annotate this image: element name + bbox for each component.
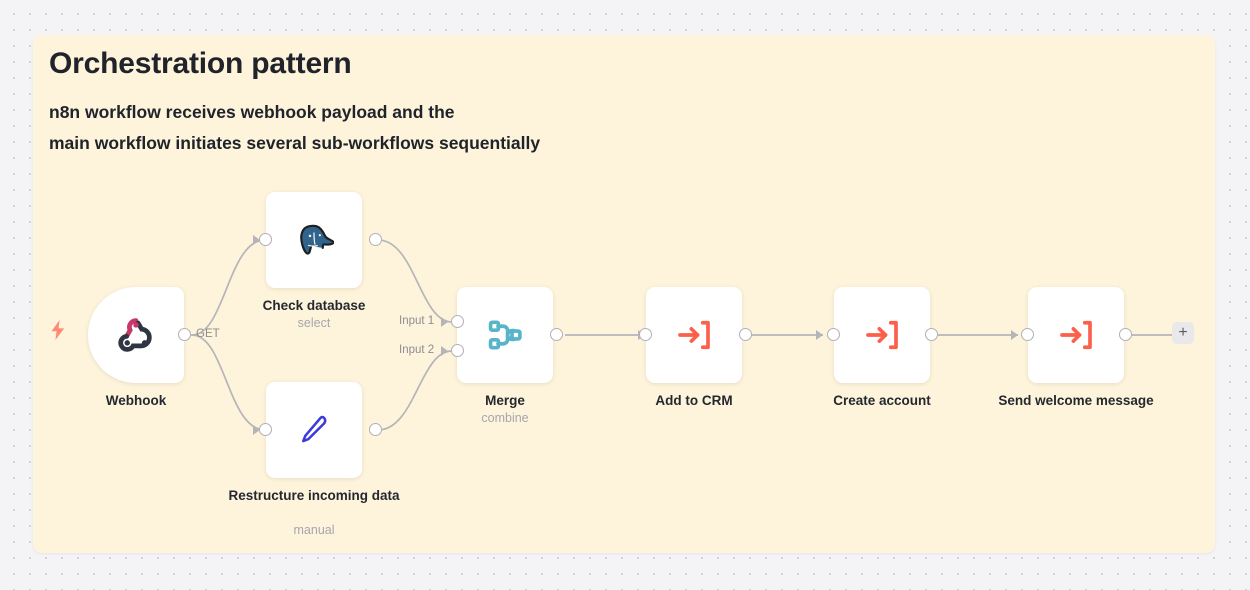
arrow-head-merge-input-1	[441, 317, 448, 327]
node-label-add-to-crm: Add to CRM	[655, 393, 733, 408]
node-webhook[interactable]	[88, 287, 184, 383]
sticky-note[interactable]: Orchestration pattern n8n workflow recei…	[33, 35, 1215, 553]
port-merge-output[interactable]	[550, 328, 563, 341]
port-label-merge-input-2: Input 2	[399, 344, 435, 356]
port-create-account-output[interactable]	[925, 328, 938, 341]
port-create-account-input[interactable]	[827, 328, 840, 341]
node-label-merge: Merge	[485, 393, 525, 408]
port-send-welcome-input[interactable]	[1021, 328, 1034, 341]
node-label-send-welcome-message: Send welcome message	[998, 393, 1154, 408]
port-check-database-input[interactable]	[259, 233, 272, 246]
webhook-icon	[115, 314, 157, 356]
node-label-webhook: Webhook	[105, 393, 167, 408]
node-label-create-account: Create account	[833, 393, 931, 408]
arrow-head-create-account-input	[816, 330, 823, 340]
port-add-to-crm-output[interactable]	[739, 328, 752, 341]
sticky-note-subtitle-line-1: n8n workflow receives webhook payload an…	[49, 102, 455, 122]
arrow-head-merge-input-2	[441, 346, 448, 356]
postgres-icon	[294, 220, 334, 260]
execute-subworkflow-icon	[861, 314, 903, 356]
node-restructure-incoming-data[interactable]	[266, 382, 362, 478]
sticky-note-subtitle-line-2: main workflow initiates several sub-work…	[49, 133, 541, 153]
trigger-bolt-icon	[50, 320, 66, 340]
execute-subworkflow-icon	[673, 314, 715, 356]
node-send-welcome-message[interactable]	[1028, 287, 1124, 383]
arrow-head-restructure-input	[253, 425, 260, 435]
wire-webhook-to-restructure	[191, 334, 266, 431]
node-label-check-database: Check database	[262, 298, 366, 313]
node-create-account[interactable]	[834, 287, 930, 383]
port-label-merge-input-1: Input 1	[399, 315, 435, 327]
port-merge-input-2[interactable]	[451, 344, 464, 357]
node-add-to-crm[interactable]	[646, 287, 742, 383]
port-send-welcome-output[interactable]	[1119, 328, 1132, 341]
plus-icon: +	[1178, 324, 1188, 341]
arrow-head-send-welcome-input	[1011, 330, 1018, 340]
port-restructure-input[interactable]	[259, 423, 272, 436]
add-node-button[interactable]: +	[1172, 322, 1194, 344]
merge-icon	[484, 314, 526, 356]
edit-fields-pen-icon	[295, 411, 333, 449]
node-check-database[interactable]	[266, 192, 362, 288]
node-sublabel-restructure-incoming-data: manual	[293, 523, 335, 537]
sticky-note-subtitle: n8n workflow receives webhook payload an…	[49, 97, 540, 159]
sticky-note-title: Orchestration pattern	[49, 47, 352, 80]
port-label-webhook-get: GET	[196, 328, 220, 340]
port-merge-input-1[interactable]	[451, 315, 464, 328]
port-add-to-crm-input[interactable]	[639, 328, 652, 341]
execute-subworkflow-icon	[1055, 314, 1097, 356]
node-sublabel-check-database: select	[297, 316, 331, 330]
port-restructure-output[interactable]	[369, 423, 382, 436]
arrow-head-check-database-input	[253, 235, 260, 245]
port-check-database-output[interactable]	[369, 233, 382, 246]
port-webhook-output[interactable]	[178, 328, 191, 341]
node-merge[interactable]	[457, 287, 553, 383]
node-sublabel-merge: combine	[481, 411, 529, 425]
node-label-restructure-incoming-data: Restructure incoming data	[228, 488, 400, 503]
